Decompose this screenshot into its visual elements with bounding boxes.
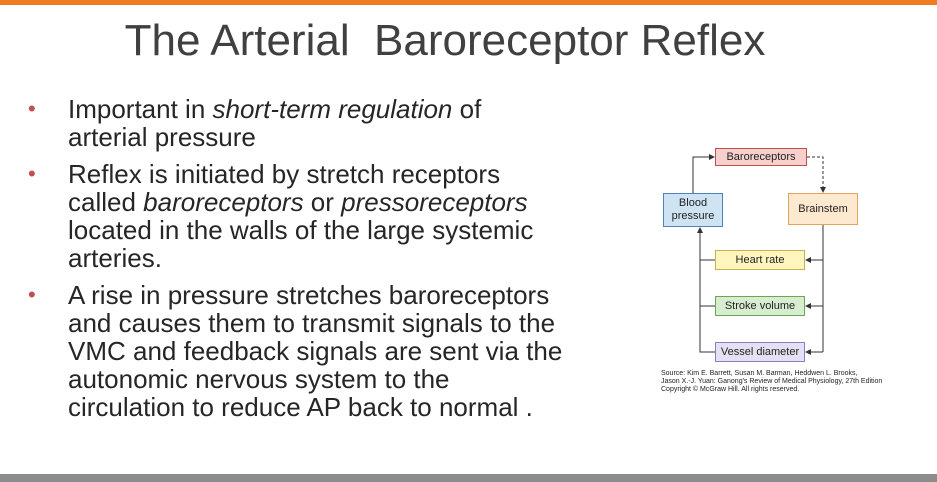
stroke-volume-box: Stroke volume [715, 296, 805, 316]
bullet-text: A rise in pressure stretches barorecepto… [68, 280, 563, 422]
brainstem-box: Brainstem [788, 193, 858, 225]
bottom-bar [0, 474, 937, 482]
blood-pressure-box: Blood pressure [663, 193, 723, 227]
bullet-dot-icon: • [28, 282, 36, 307]
bullet-text: Reflex is initiated by stretch receptors… [68, 159, 534, 273]
top-accent-bar [0, 0, 937, 5]
source-line: Jason X.-J. Yuan: Ganong's Review of Med… [661, 378, 883, 385]
baroreflex-diagram: Baroreceptors Blood pressure Brainstem H… [660, 148, 860, 368]
bullet-item: • Reflex is initiated by stretch recepto… [28, 160, 668, 272]
source-line: Source: Kim E. Barrett, Susan M. Barman,… [661, 370, 858, 377]
arrow-to-blood-pressure [697, 227, 715, 353]
vessel-diameter-box: Vessel diameter [715, 342, 805, 362]
diagram-arrows [692, 154, 826, 355]
source-citation: Source: Kim E. Barrett, Susan M. Barman,… [661, 370, 937, 394]
heart-rate-box: Heart rate [715, 250, 805, 270]
bullet-dot-icon: • [28, 161, 36, 186]
arrow-bp-to-baro [692, 154, 715, 193]
bullet-item: • A rise in pressure stretches barorecep… [28, 281, 668, 421]
baroreceptors-box: Baroreceptors [715, 148, 807, 166]
source-line: Copyright © McGraw Hill. All rights rese… [661, 386, 800, 393]
slide-title: The Arterial Baroreceptor Reflex [124, 16, 766, 65]
bullet-dot-icon: • [28, 96, 36, 121]
arrow-baro-to-brainstem [807, 156, 826, 193]
